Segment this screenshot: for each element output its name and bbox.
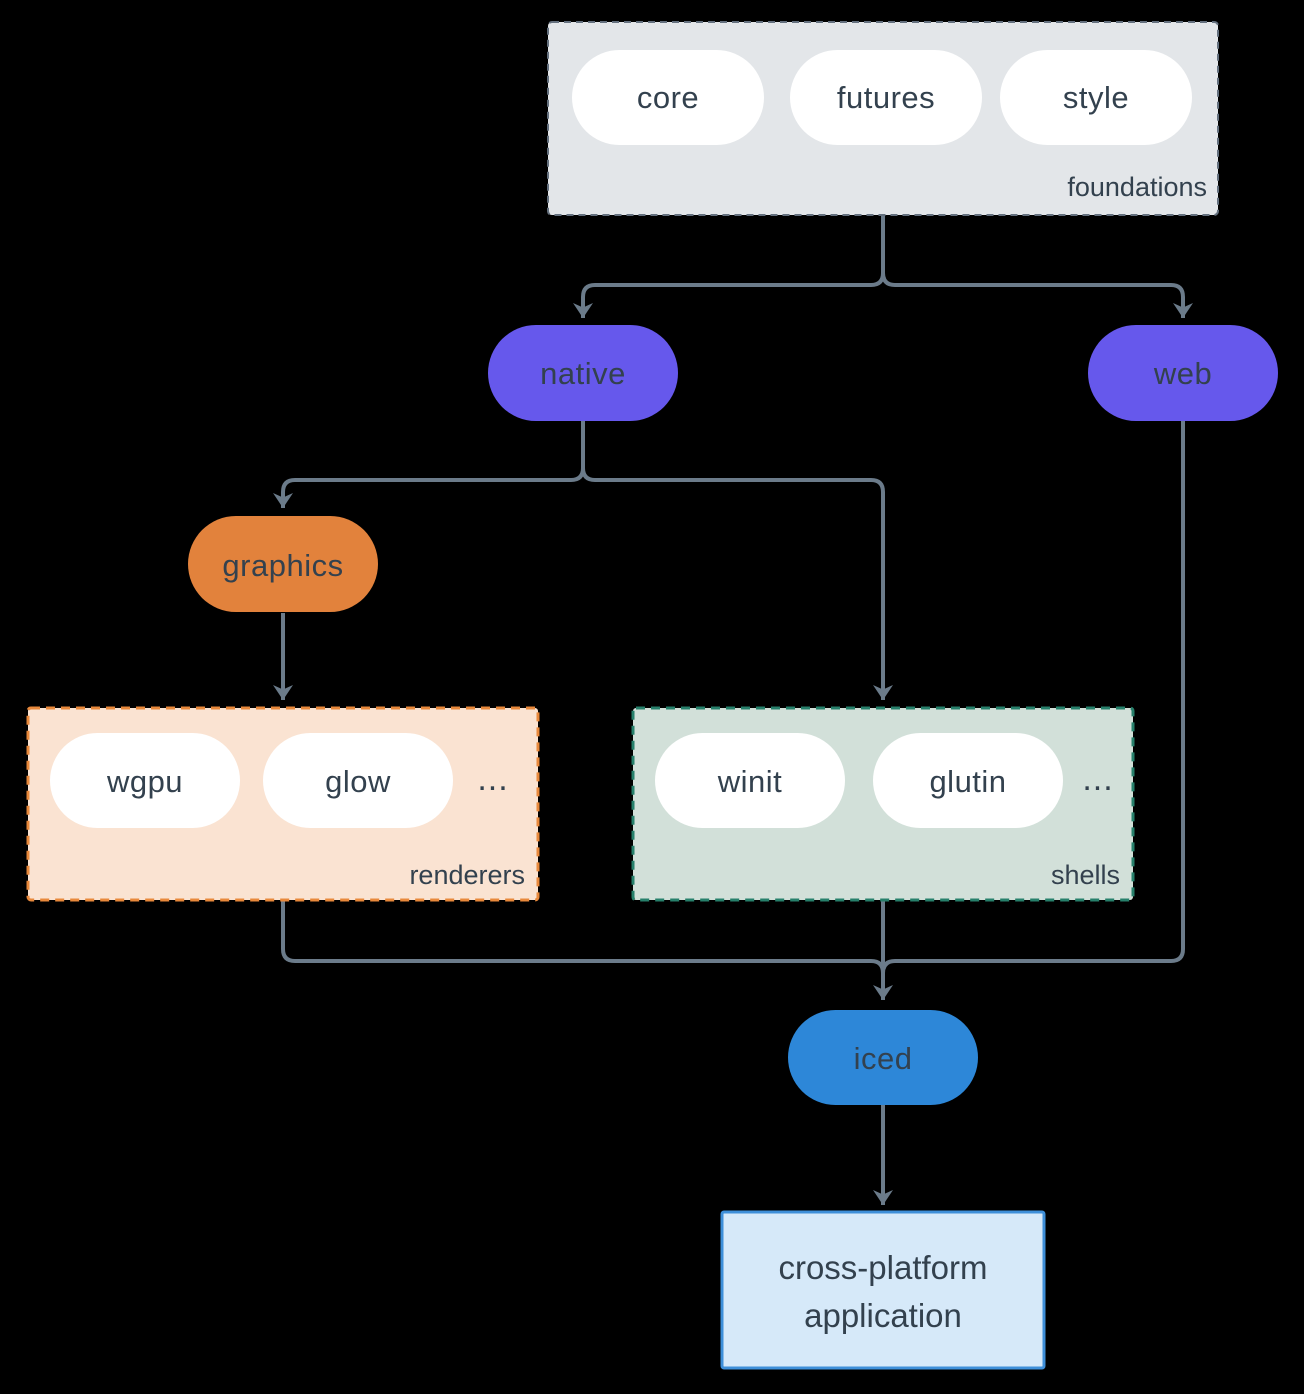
pill-glow-label: glow	[325, 764, 391, 799]
application-box	[720, 1210, 1046, 1370]
pill-futures	[790, 50, 982, 145]
foundations-pill-labels: core futures style foundations	[637, 80, 1207, 202]
pill-graphics	[188, 516, 378, 612]
pill-core	[572, 50, 764, 145]
shells-ellipsis: ...	[1082, 760, 1113, 798]
shells-pills	[655, 733, 1063, 828]
pill-web-label: web	[1153, 356, 1212, 391]
foundations-group-label: foundations	[1067, 172, 1207, 202]
pill-glow	[263, 733, 453, 828]
edge-native-to-graphics	[273, 421, 585, 508]
foundations-pills	[572, 50, 1192, 145]
pill-core-label: core	[637, 80, 699, 115]
connectors	[273, 215, 1193, 1205]
edge-foundations-to-native	[573, 215, 885, 318]
pill-wgpu	[50, 733, 240, 828]
shells-pill-labels: winit glutin ... shells	[717, 760, 1120, 890]
edge-foundations-to-web	[881, 215, 1193, 318]
pill-style-label: style	[1063, 80, 1129, 115]
renderers-group-label: renderers	[409, 860, 525, 890]
edge-native-to-shells	[581, 421, 893, 700]
pill-iced	[788, 1010, 978, 1105]
pill-wgpu-label: wgpu	[106, 764, 183, 799]
pill-glutin	[873, 733, 1063, 828]
pill-glutin-label: glutin	[929, 764, 1006, 799]
renderers-pill-labels: wgpu glow ... renderers	[106, 760, 525, 890]
renderers-pills	[50, 733, 453, 828]
pill-futures-label: futures	[837, 80, 935, 115]
application-label-line1: cross-platform	[778, 1249, 987, 1286]
edge-renderers-to-iced	[281, 900, 885, 1000]
pill-winit	[655, 733, 845, 828]
pill-web	[1088, 325, 1278, 421]
application-label-line2: application	[804, 1297, 962, 1334]
pill-winit-label: winit	[717, 764, 783, 799]
pill-native-label: native	[540, 356, 626, 391]
pill-iced-label: iced	[854, 1041, 913, 1076]
application-box-labels: cross-platform application	[778, 1249, 987, 1334]
pill-native	[488, 325, 678, 421]
pill-style	[1000, 50, 1192, 145]
pill-graphics-label: graphics	[222, 548, 343, 583]
shells-group-label: shells	[1051, 860, 1120, 890]
renderers-ellipsis: ...	[477, 760, 508, 798]
